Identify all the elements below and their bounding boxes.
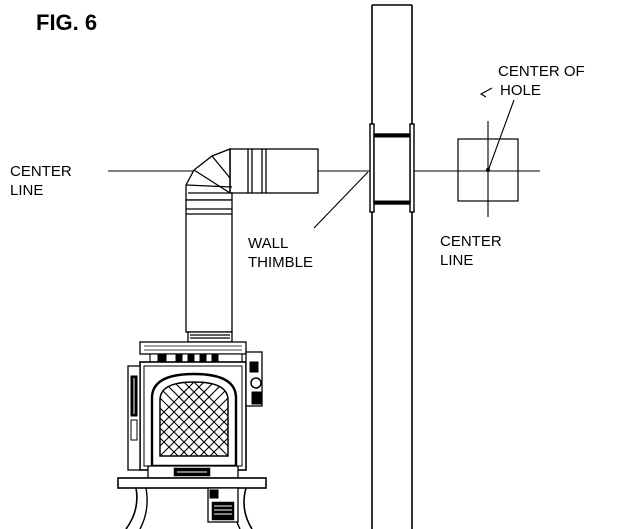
stove bbox=[117, 341, 267, 529]
center-line-right-line2: LINE bbox=[440, 252, 474, 269]
center-line-left-line1: CENTER bbox=[10, 163, 72, 180]
center-line-label-right: CENTER LINE bbox=[440, 232, 502, 270]
leader-lines bbox=[313, 87, 515, 229]
wall-thimble-line2: THIMBLE bbox=[248, 254, 314, 271]
wall-thimble-line1: WALL bbox=[248, 235, 289, 252]
wall-thimble-label: WALL THIMBLE bbox=[248, 234, 313, 272]
center-lines bbox=[108, 121, 540, 217]
center-line-left-line2: LINE bbox=[10, 182, 44, 199]
hole-center-dot bbox=[486, 168, 490, 172]
hole-outline bbox=[457, 138, 519, 202]
figure-title: FIG. 6 bbox=[36, 10, 98, 35]
wall bbox=[371, 4, 413, 529]
wall-thimble bbox=[369, 123, 415, 213]
center-of-hole-line2: HOLE bbox=[500, 82, 541, 99]
center-of-hole-label: CENTER OF HOLE bbox=[498, 62, 585, 100]
center-line-label-left: CENTER LINE bbox=[10, 162, 72, 200]
stove-pipe bbox=[185, 148, 319, 343]
center-line-right-line1: CENTER bbox=[440, 233, 502, 250]
center-of-hole-line1: CENTER OF bbox=[498, 63, 585, 80]
